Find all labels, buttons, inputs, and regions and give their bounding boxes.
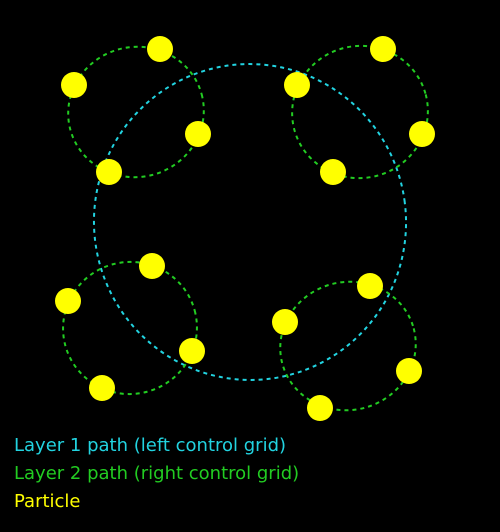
legend-layer1: Layer 1 path (left control grid) — [14, 435, 287, 456]
layer1-path — [92, 63, 408, 381]
legend: Layer 1 path (left control grid) Layer 2… — [14, 432, 299, 516]
particle — [320, 159, 346, 185]
particle — [96, 159, 122, 185]
particle — [147, 36, 173, 62]
particle — [409, 121, 435, 147]
particle — [179, 338, 205, 364]
legend-particle: Particle — [14, 491, 81, 512]
particle — [370, 36, 396, 62]
particle — [396, 358, 422, 384]
particle — [185, 121, 211, 147]
legend-layer2: Layer 2 path (right control grid) — [14, 463, 300, 484]
particle — [61, 72, 87, 98]
layer2-path-top-right — [291, 44, 429, 180]
layer2-path-bottom-left — [62, 260, 198, 396]
layer2-path-bottom-right — [279, 280, 417, 412]
particle — [284, 72, 310, 98]
particle — [357, 273, 383, 299]
layer2-path-top-left — [67, 45, 205, 179]
particle — [55, 288, 81, 314]
particle — [89, 375, 115, 401]
particle — [307, 395, 333, 421]
particle — [272, 309, 298, 335]
particle — [139, 253, 165, 279]
